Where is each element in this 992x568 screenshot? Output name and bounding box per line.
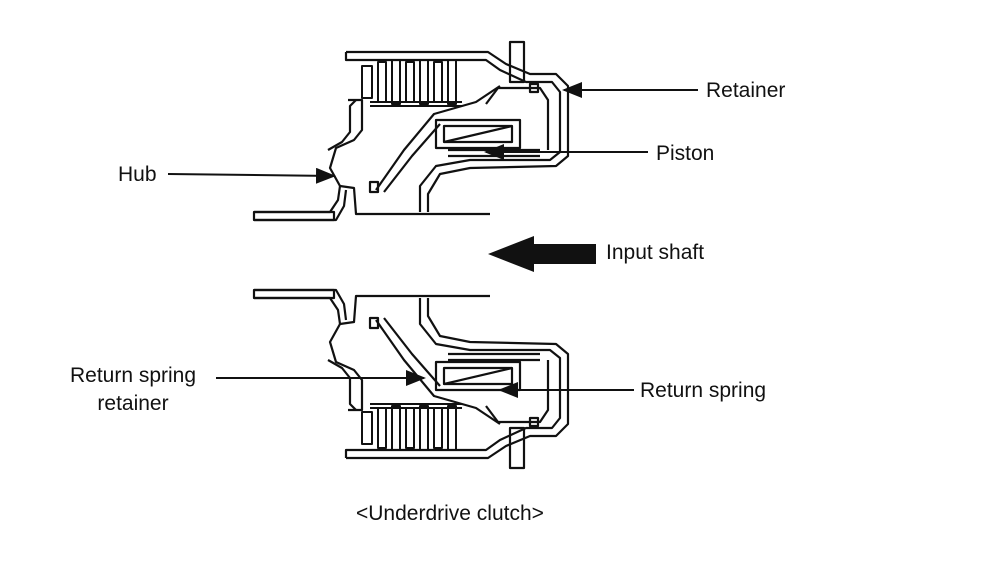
input-shaft-arrow — [488, 236, 596, 272]
hub-leader — [167, 167, 336, 184]
piston-label: Piston — [656, 142, 715, 165]
return-spring-retainer-label-line2: retainer — [97, 392, 169, 415]
upper-clutch-section — [252, 40, 570, 222]
return-spring-label: Return spring — [640, 379, 767, 402]
return-spring-retainer-label-line1: Return spring — [69, 364, 197, 387]
input-shaft-label: Input shaft — [606, 241, 705, 264]
return-spring-retainer-label: Return spring retainer — [56, 364, 210, 416]
diagram-caption: <Underdrive clutch> — [356, 502, 544, 525]
retainer-label: Retainer — [706, 79, 786, 102]
hub-label: Hub — [118, 163, 157, 186]
